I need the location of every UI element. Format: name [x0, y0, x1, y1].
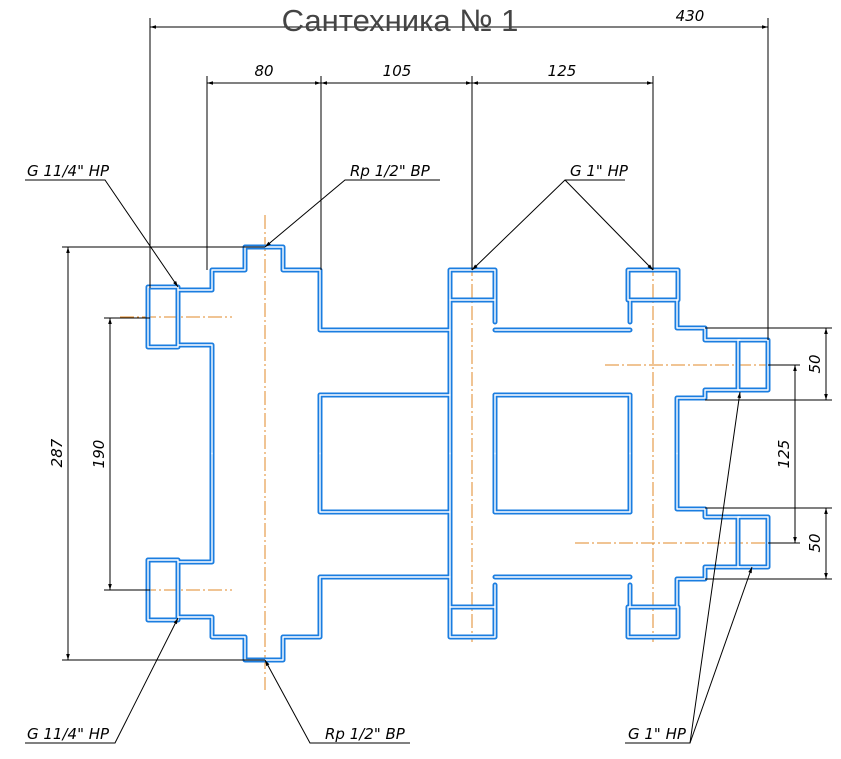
manifold-outline: [145, 244, 771, 660]
dim-50-top: 50: [806, 354, 824, 373]
dim-190: 190: [90, 440, 108, 469]
callout-leaders: [25, 179, 753, 744]
drawing-title: Сантехника № 1: [282, 3, 519, 38]
callout-bottom-left: G 11/4" HP: [27, 725, 110, 743]
callout-top-left: G 11/4" HP: [27, 162, 110, 180]
dim-125-right: 125: [775, 440, 793, 469]
dim-overall-height: 287: [48, 438, 66, 467]
callout-bottom-center: Rp 1/2" BP: [325, 725, 406, 743]
callout-bottom-right: G 1" HP: [628, 725, 687, 743]
dim-125-top: 125: [548, 62, 577, 80]
callout-top-center: Rp 1/2" BP: [350, 162, 431, 180]
dim-80: 80: [254, 62, 273, 80]
dim-105: 105: [383, 62, 412, 80]
dim-overall-width: 430: [676, 7, 705, 25]
dim-50-bottom: 50: [806, 533, 824, 552]
callout-top-right: G 1" HP: [570, 162, 629, 180]
dimension-lines: [62, 18, 832, 661]
center-lines: [120, 215, 772, 690]
